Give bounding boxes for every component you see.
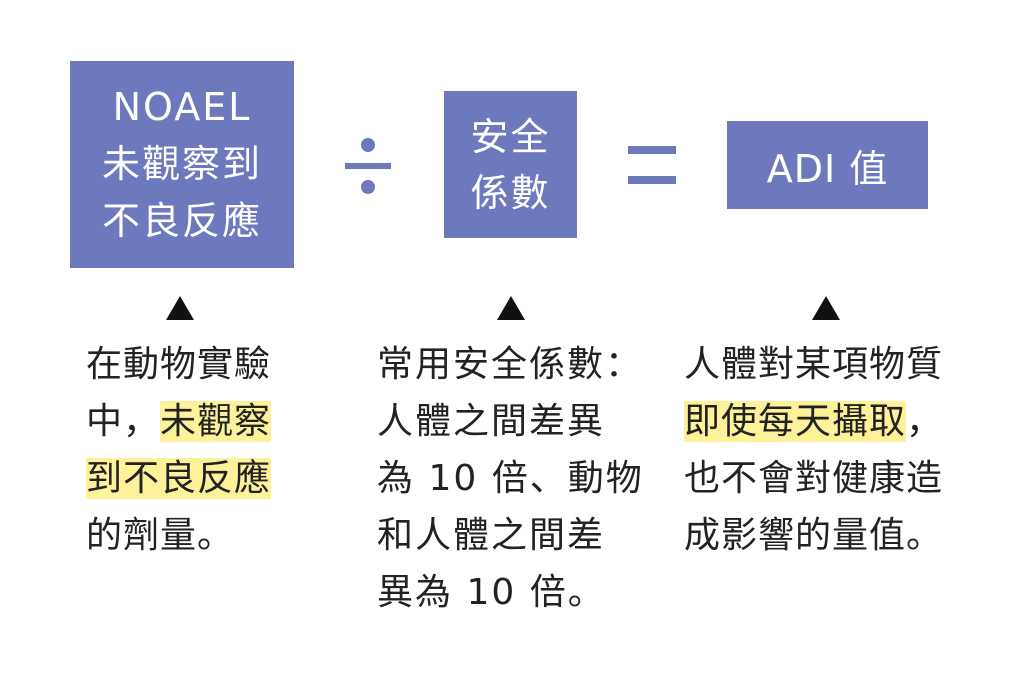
adi-desc-line4: 成影響的量值。 [684, 515, 944, 556]
noael-box-line3: 不良反應 [101, 199, 262, 243]
up-arrow-icon [497, 296, 525, 320]
noael-box-line1: NOAEL [112, 85, 252, 129]
safety-factor-box-line2: 係數 [470, 170, 551, 215]
up-arrow-icon [166, 296, 194, 320]
adi-description: 人體對某項物質 即使每天攝取， 也不會對健康造 成影響的量值。 [684, 336, 943, 564]
divide-operator [345, 138, 391, 194]
noael-box-line2: 未觀察到 [101, 142, 262, 186]
adi-box: ADI 值 [727, 121, 928, 209]
safety-desc-line3: 為 10 倍、動物 [377, 458, 644, 499]
safety-desc-line4: 和人體之間差 [377, 515, 606, 556]
up-arrow-icon [812, 296, 840, 320]
equals-bar-top [628, 146, 676, 154]
safety-factor-box-line1: 安全 [470, 114, 551, 159]
adi-desc-highlight: 即使每天攝取 [684, 401, 907, 442]
noael-desc-line4: 的劑量。 [86, 515, 235, 556]
equals-bar-bottom [628, 176, 676, 184]
safety-desc-line5: 異為 10 倍。 [377, 572, 606, 613]
noael-description: 在動物實驗 中，未觀察 到不良反應 的劑量。 [86, 336, 272, 564]
adi-desc-line1: 人體對某項物質 [684, 344, 944, 385]
noael-desc-highlight-2: 到不良反應 [86, 458, 272, 499]
noael-box: NOAEL 未觀察到 不良反應 [70, 61, 294, 268]
noael-desc-line2: 中，未觀察 [86, 393, 272, 450]
noael-desc-line2-plain: 中， [86, 401, 161, 442]
divide-dot-top [361, 138, 375, 152]
adi-box-label: ADI 值 [766, 146, 889, 191]
noael-desc-highlight-1: 未觀察 [160, 401, 272, 442]
equals-operator [628, 146, 676, 184]
safety-factor-description: 常用安全係數： 人體之間差異 為 10 倍、動物 和人體之間差 異為 10 倍。 [377, 336, 644, 621]
safety-desc-line2: 人體之間差異 [377, 401, 606, 442]
adi-desc-line2-plain: ， [906, 401, 944, 442]
divide-bar [345, 163, 391, 169]
noael-desc-line1: 在動物實驗 [86, 344, 272, 385]
adi-desc-line2: 即使每天攝取， [684, 393, 943, 450]
noael-desc-line3: 到不良反應 [86, 450, 272, 507]
divide-dot-bottom [361, 180, 375, 194]
adi-desc-line3: 也不會對健康造 [684, 458, 944, 499]
safety-factor-box: 安全 係數 [444, 91, 577, 238]
safety-desc-line1: 常用安全係數： [377, 344, 644, 385]
